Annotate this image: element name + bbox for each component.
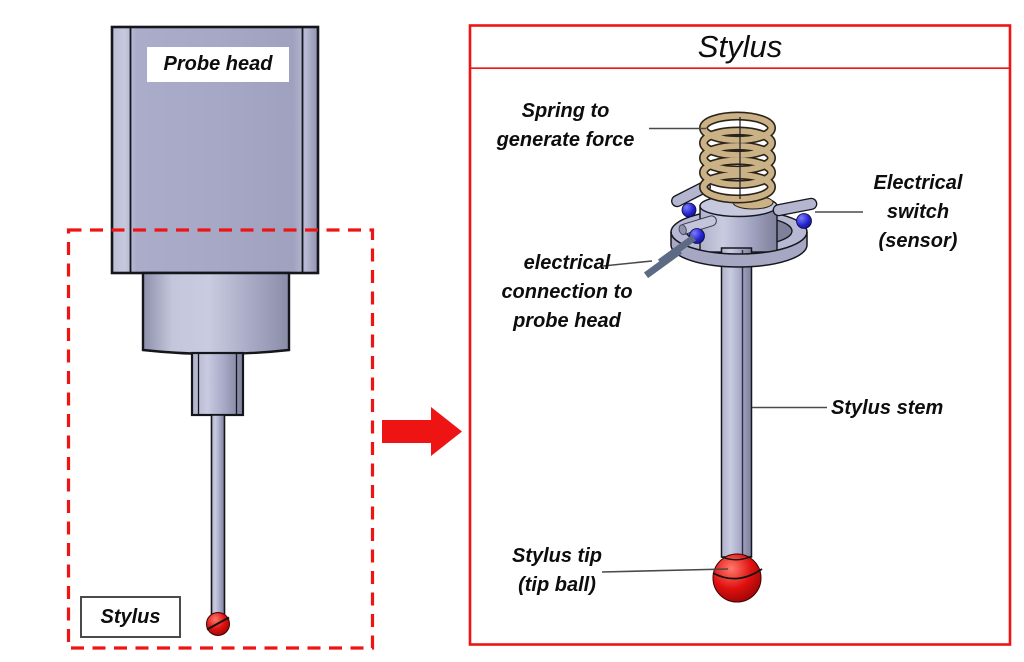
electrical-switch-annotation: Electrical switch (sensor) [845, 169, 991, 256]
leader-tip [601, 568, 729, 573]
spring-annotation-line1: Spring to [521, 100, 610, 122]
connector-pin-right [772, 197, 818, 217]
connection-annotation-line1: electrical [523, 252, 611, 274]
connection-annotation-line3: probe head [513, 310, 621, 332]
tip-annotation-line2: (tip ball) [518, 574, 596, 596]
electrical-connection-annotation: electrical connection to probe head [478, 249, 656, 336]
switch-sensor-ball-3 [796, 213, 812, 229]
probe-adapter-block [190, 351, 245, 417]
detail-panel-title: Stylus [697, 29, 783, 64]
detail-dashed-box [66, 228, 375, 650]
stylus-stem-rod [720, 247, 753, 558]
detail-arrow-icon [382, 407, 462, 456]
stylus-assembly [643, 111, 818, 603]
tip-ball-seam [206, 616, 230, 631]
probe-head-label: Probe head [147, 47, 289, 82]
spring-annotation: Spring to generate force [483, 97, 648, 155]
leader-connection [602, 260, 653, 267]
tip-annotation-line1: Stylus tip [511, 545, 602, 567]
stylus-box-label: Stylus [80, 596, 181, 638]
connection-annotation-line2: connection to [501, 281, 633, 303]
retaining-ring-band [670, 231, 808, 268]
spring-coil [699, 111, 776, 204]
tip-ball-seam-line [712, 568, 763, 580]
switch-annotation-line2: switch [886, 201, 950, 223]
electrical-connector-bars [643, 234, 697, 279]
probe-neck-cylinder [141, 271, 291, 356]
detail-panel-border [468, 24, 1012, 646]
probe-stylus-stem [210, 414, 226, 617]
switch-annotation-line1: Electrical [873, 172, 963, 194]
switch-annotation-line3: (sensor) [878, 230, 958, 252]
leader-lines [601, 127, 863, 573]
stylus-tip-annotation: Stylus tip (tip ball) [492, 542, 622, 600]
spring-annotation-line2: generate force [496, 129, 635, 151]
stylus-stem-annotation: Stylus stem [831, 397, 944, 419]
stem-ball-junction [721, 555, 753, 561]
switch-sensor-ball-1 [681, 202, 697, 218]
probe-head-assembly [110, 25, 320, 636]
